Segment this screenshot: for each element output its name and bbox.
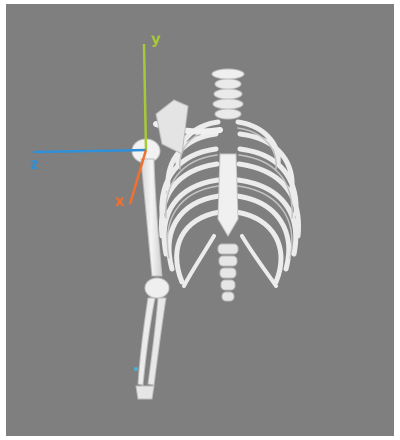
skeleton-scene[interactable] (6, 4, 394, 436)
y-axis-line (144, 44, 146, 150)
scapula (156, 100, 188, 154)
sternum (218, 154, 238, 236)
cervical-spine (212, 69, 244, 119)
3d-viewport[interactable]: y z x (6, 4, 394, 436)
lumbar-spine (218, 244, 238, 301)
z-axis-line (34, 150, 146, 152)
hand (136, 386, 154, 399)
axis-gizmo (34, 44, 146, 204)
x-axis-label: x (115, 194, 125, 209)
humerus (141, 159, 162, 276)
y-axis-label: y (151, 32, 161, 47)
z-axis-label: z (30, 157, 39, 172)
